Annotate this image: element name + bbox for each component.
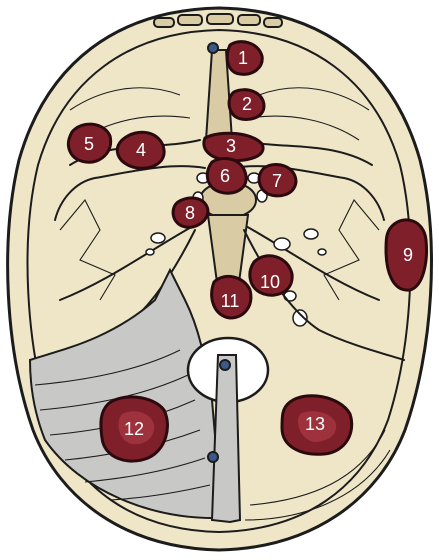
lesion-4: 4 — [117, 132, 164, 168]
midline-sinus — [212, 355, 240, 522]
lesion-8: 8 — [173, 198, 208, 227]
lesion-label: 8 — [185, 203, 195, 223]
lesion-6: 6 — [207, 158, 246, 193]
lesion-label: 4 — [136, 140, 146, 160]
lesion-1: 1 — [227, 42, 262, 75]
foramen-caecum — [208, 43, 218, 53]
lesion-10: 10 — [250, 256, 292, 295]
lesion-13: 13 — [282, 396, 352, 454]
lesion-label: 9 — [403, 245, 413, 265]
midline-node-top — [220, 360, 230, 370]
lesion-label: 5 — [84, 134, 94, 154]
lesion-7: 7 — [259, 164, 296, 195]
lesion-12: 12 — [101, 397, 168, 461]
lesion-label: 12 — [124, 419, 144, 439]
lesion-5: 5 — [68, 124, 110, 162]
lesion-label: 2 — [242, 94, 252, 114]
lesion-label: 10 — [260, 272, 280, 292]
midline-node-bottom — [208, 452, 218, 462]
lesion-2: 2 — [229, 90, 264, 120]
lesion-label: 6 — [220, 166, 230, 186]
lesion-label: 3 — [226, 136, 236, 156]
lesion-label: 1 — [238, 48, 248, 68]
lesion-label: 7 — [272, 171, 282, 191]
lesion-9: 9 — [386, 220, 426, 290]
lesion-label: 11 — [221, 291, 240, 311]
lesion-3: 3 — [204, 133, 263, 160]
lesion-label: 13 — [305, 414, 325, 434]
lesion-11: 11 — [212, 276, 251, 318]
